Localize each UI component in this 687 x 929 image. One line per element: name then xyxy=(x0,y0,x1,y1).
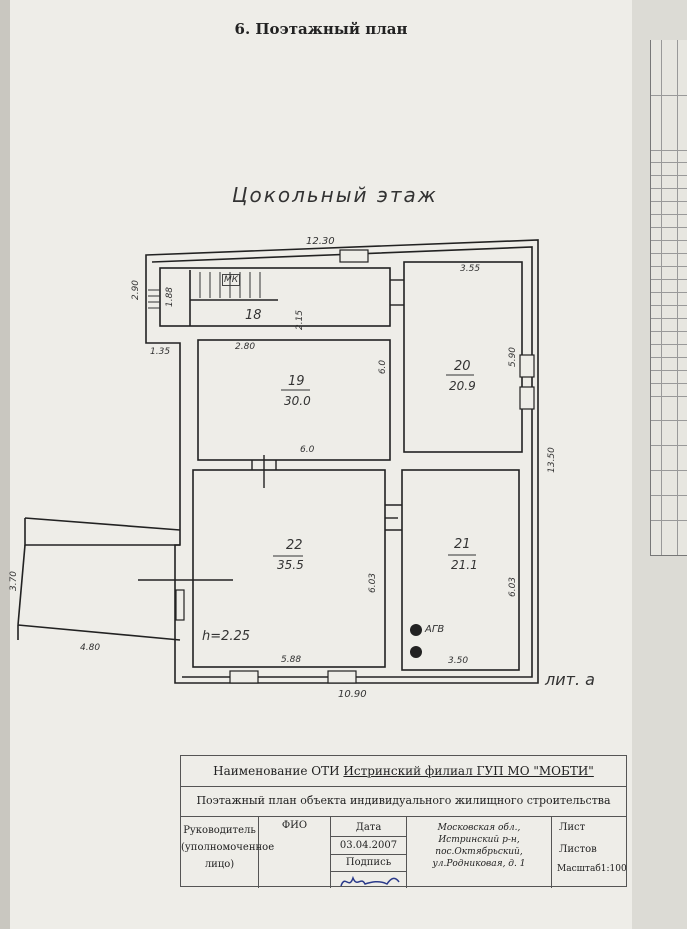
dim-room21-height: 6.03 xyxy=(508,576,519,598)
ceiling-height: h=2.25 xyxy=(202,629,251,644)
dim-room19-right: 6.0 xyxy=(378,359,389,375)
room-19-outline xyxy=(197,339,391,461)
adjacent-table xyxy=(650,40,687,556)
document-page xyxy=(10,0,632,929)
boiler-symbol xyxy=(410,646,422,658)
dim-room21-width: 3.50 xyxy=(448,656,469,666)
window xyxy=(519,386,535,410)
dim-room20-width: 3.55 xyxy=(460,264,481,274)
outer-wall xyxy=(145,239,539,684)
dim-bottom-total: 10.90 xyxy=(338,689,367,700)
stamp-scale: Масштаб1:100 xyxy=(557,864,627,874)
dim-right-total: 13.50 xyxy=(546,447,557,473)
dim-left-188: 1.88 xyxy=(165,286,176,308)
room-19-area: 30.0 xyxy=(284,394,311,408)
floor-label: Цокольный этаж xyxy=(232,183,438,207)
dim-room19-bottom: 6.0 xyxy=(300,445,315,455)
liter-label: лит. а xyxy=(545,670,595,689)
dim-left-290: 2.90 xyxy=(131,279,142,301)
stair-mark: МК xyxy=(222,274,241,286)
dim-top-total: 12.30 xyxy=(306,236,335,247)
room-21-outline xyxy=(401,469,520,671)
extension-outline xyxy=(17,517,181,641)
room-20-outline xyxy=(403,261,523,453)
window xyxy=(339,249,369,263)
dim-left-135: 1.35 xyxy=(150,347,171,357)
title-block: Наименование ОТИ Истринский филиал ГУП М… xyxy=(180,755,627,888)
stamp-name-row: Наименование ОТИ Истринский филиал ГУП М… xyxy=(181,756,626,787)
stamp-fio-label: ФИО xyxy=(259,816,331,888)
room-21-area: 21.1 xyxy=(451,558,478,572)
boiler-label: АГВ xyxy=(425,624,445,635)
dim-room22-width: 5.88 xyxy=(281,655,302,665)
stamp-date-value: 03.04.2007 xyxy=(331,837,406,855)
room-19-number: 19 xyxy=(288,374,305,389)
window xyxy=(175,589,185,621)
dim-ext-width: 4.80 xyxy=(80,643,101,653)
dim-room20-height: 5.90 xyxy=(508,346,519,368)
stamp-name-label: Наименование ОТИ xyxy=(213,764,340,778)
window xyxy=(327,670,357,684)
stamp-name-value: Истринский филиал ГУП МО "МОБТИ" xyxy=(343,764,594,778)
room-21-number: 21 xyxy=(454,537,471,552)
stamp-plan-caption: Поэтажный план объекта индивидуального ж… xyxy=(181,786,626,817)
stamp-sheets-label: Листов xyxy=(559,844,597,855)
room-22-number: 22 xyxy=(286,538,303,553)
dim-ext-height: 3.70 xyxy=(9,570,20,592)
dim-stairs-215: 2.15 xyxy=(295,309,306,331)
dim-room19-width: 2.80 xyxy=(235,342,256,352)
room-20-number: 20 xyxy=(454,359,471,374)
window xyxy=(519,354,535,378)
signature-mark xyxy=(340,875,400,887)
page-title: 6. Поэтажный план xyxy=(234,20,408,38)
stamp-date-label: Дата xyxy=(331,820,406,837)
stamp-date-cell: Дата 03.04.2007 Подпись xyxy=(331,816,407,888)
dim-room22-height: 6.03 xyxy=(368,572,379,594)
room-18-number: 18 xyxy=(245,308,262,323)
boiler-symbol xyxy=(410,624,422,636)
stamp-head-label: Руководитель (уполномоченное лицо) xyxy=(181,816,274,888)
stair-block xyxy=(159,267,391,327)
room-22-outline xyxy=(192,469,386,668)
stamp-signature-label: Подпись xyxy=(331,855,406,872)
room-22-area: 35.5 xyxy=(277,558,304,572)
stamp-address: Московская обл., Истринский р-н, пос.Окт… xyxy=(407,816,552,888)
room-20-area: 20.9 xyxy=(449,379,476,393)
window xyxy=(229,670,259,684)
stamp-sheet-label: Лист xyxy=(559,822,586,833)
